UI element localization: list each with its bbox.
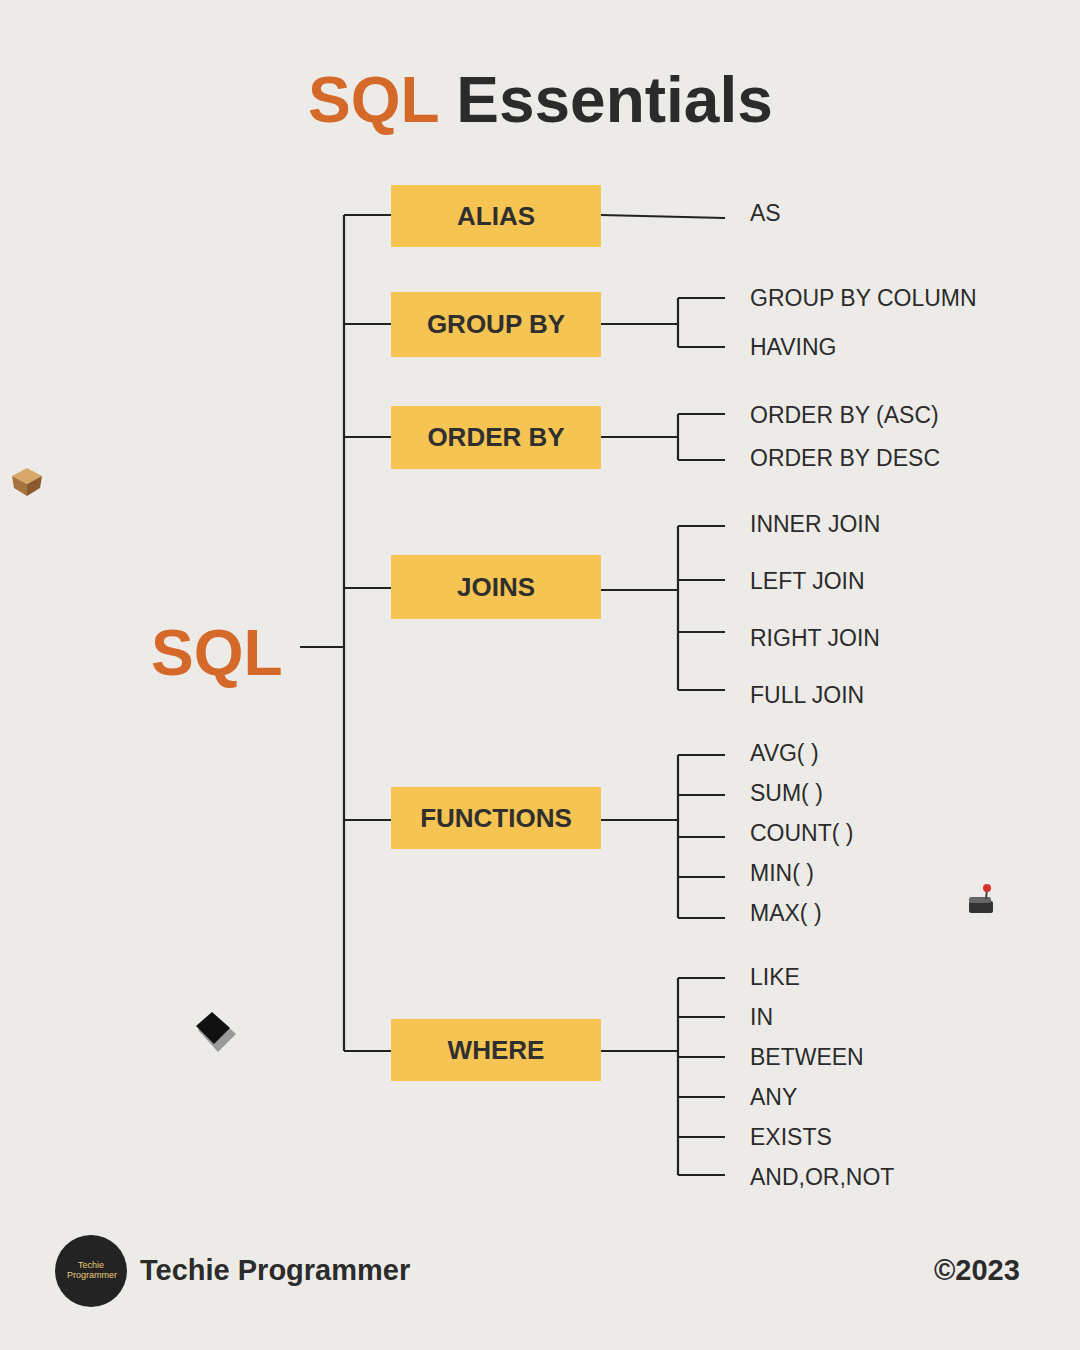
keyword-label: ORDER BY (ASC) <box>750 402 939 429</box>
keyword-label: AS <box>750 200 781 227</box>
keyword-label: AVG( ) <box>750 740 819 767</box>
category-box: WHERE <box>391 1019 601 1081</box>
cube-icon <box>12 468 42 496</box>
copyright: ©2023 <box>934 1254 1020 1287</box>
keyword-label: MAX( ) <box>750 900 822 927</box>
keyword-label: RIGHT JOIN <box>750 625 880 652</box>
keyword-label: EXISTS <box>750 1124 832 1151</box>
keyword-label: INNER JOIN <box>750 511 880 538</box>
keyword-label: ANY <box>750 1084 797 1111</box>
logo-text: Techie Programmer <box>67 1261 115 1281</box>
keyword-label: LEFT JOIN <box>750 568 865 595</box>
category-box: FUNCTIONS <box>391 787 601 849</box>
keyword-label: MIN( ) <box>750 860 814 887</box>
keyword-label: AND,OR,NOT <box>750 1164 894 1191</box>
keyword-label: GROUP BY COLUMN <box>750 285 977 312</box>
logo-circle: Techie Programmer <box>55 1235 127 1307</box>
category-box: ALIAS <box>391 185 601 247</box>
joystick-icon <box>969 884 993 913</box>
keyword-label: FULL JOIN <box>750 682 864 709</box>
brand-name: Techie Programmer <box>140 1254 410 1287</box>
category-box: GROUP BY <box>391 292 601 357</box>
keyword-label: COUNT( ) <box>750 820 853 847</box>
category-box: JOINS <box>391 555 601 619</box>
category-box: ORDER BY <box>391 406 601 469</box>
keyword-label: HAVING <box>750 334 836 361</box>
box-label: WHERE <box>448 1035 545 1066</box>
box-label: JOINS <box>457 572 535 603</box>
box-label: GROUP BY <box>427 309 565 340</box>
keyword-label: ORDER BY DESC <box>750 445 940 472</box>
diamond-icon <box>196 1012 236 1052</box>
page-title: SQL Essentials <box>308 63 773 137</box>
box-label: ORDER BY <box>427 422 564 453</box>
root-label: SQL <box>151 616 283 690</box>
keyword-label: BETWEEN <box>750 1044 864 1071</box>
keyword-label: LIKE <box>750 964 800 991</box>
keyword-label: SUM( ) <box>750 780 823 807</box>
box-label: FUNCTIONS <box>420 803 572 834</box>
keyword-label: IN <box>750 1004 773 1031</box>
box-label: ALIAS <box>457 201 535 232</box>
